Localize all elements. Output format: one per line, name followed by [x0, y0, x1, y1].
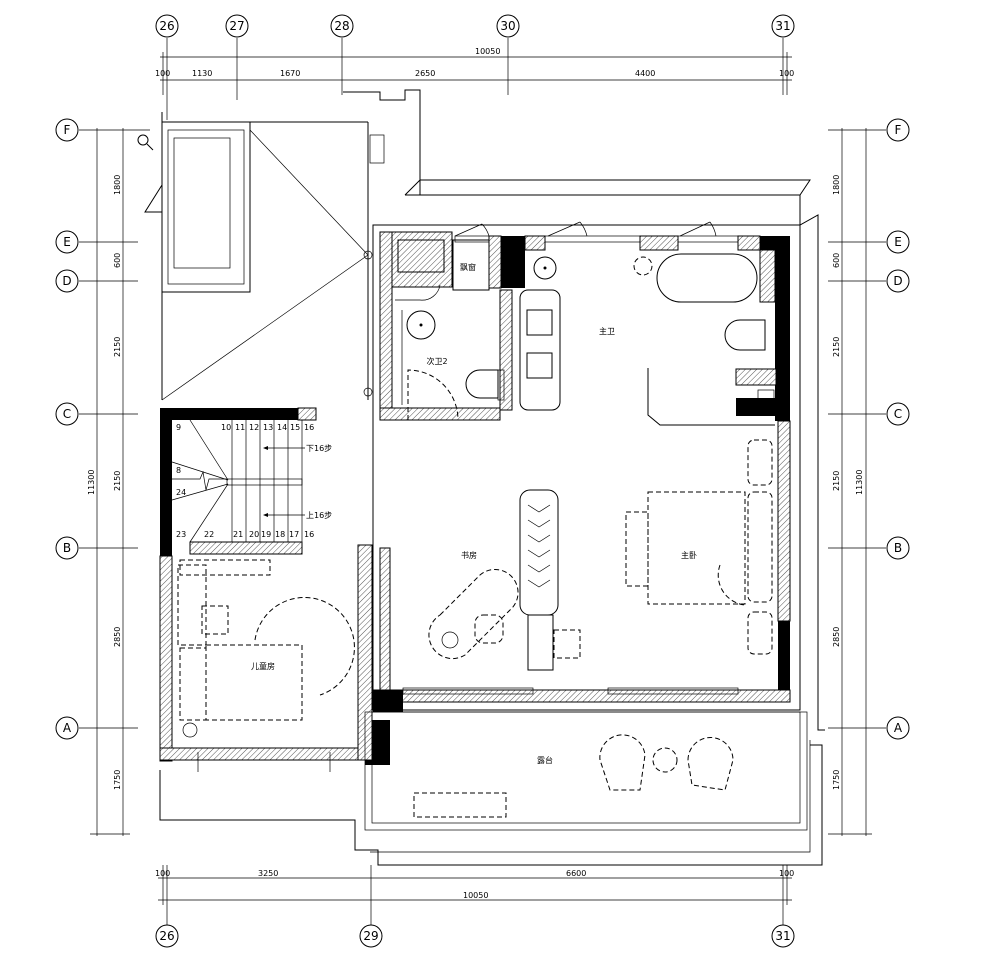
left-dimensions: 11300 1800 600 2150 2150 2850 1750 [79, 128, 150, 836]
room-label-study: 书房 [461, 550, 477, 560]
grid-bubble: F [64, 123, 71, 137]
dim-right-4: 2850 [832, 627, 841, 647]
dim-top-1: 1130 [192, 69, 212, 78]
dim-left-1: 600 [113, 253, 122, 268]
grid-bubble: D [62, 274, 71, 288]
dim-bottom-1: 3250 [258, 869, 278, 878]
grid-bubble: 31 [775, 929, 790, 943]
grid-bubble: 31 [775, 19, 790, 33]
grid-bubble: D [893, 274, 902, 288]
dim-left-2: 2150 [113, 337, 122, 357]
stair-step: 8 [176, 466, 181, 475]
room-label-second-bath: 次卫2 [426, 356, 447, 366]
staircase: 9 10 11 12 13 14 15 16 8 24 23 22 21 20 … [160, 407, 332, 556]
dim-right-1: 600 [832, 253, 841, 268]
grid-bubble: 29 [363, 929, 378, 943]
main-block [372, 224, 801, 711]
grid-bubble: B [894, 541, 902, 555]
grid-bubble: E [894, 235, 902, 249]
right-grid-bubbles: F E D C B A [886, 118, 910, 740]
stair-step: 18 [275, 530, 285, 539]
room-label-bay-window: 飘窗 [460, 262, 476, 272]
study-furniture [428, 489, 581, 671]
right-dimensions: 1800 600 2150 2150 2850 1750 11300 [828, 128, 886, 836]
dim-bottom-2: 6600 [566, 869, 586, 878]
grid-bubble: E [63, 235, 71, 249]
grid-bubble: 26 [159, 19, 174, 33]
stair-up-label: 上16步 [306, 511, 332, 520]
stair-step: 16 [304, 530, 314, 539]
eave [404, 179, 811, 196]
dim-top-0: 100 [155, 69, 170, 78]
dim-left-3: 2150 [113, 471, 122, 491]
dim-right-0: 1800 [832, 175, 841, 195]
stair-step: 20 [249, 530, 259, 539]
grid-bubble: A [894, 721, 903, 735]
left-grid-bubbles: F E D C B A [55, 118, 79, 740]
dim-left-5: 1750 [113, 770, 122, 790]
grid-bubble: 27 [229, 19, 244, 33]
dim-top-2: 1670 [280, 69, 300, 78]
magnifier-icon[interactable] [137, 134, 154, 151]
dim-left-4: 2850 [113, 627, 122, 647]
grid-bubble: F [895, 123, 902, 137]
stair-step: 17 [289, 530, 299, 539]
stair-step: 16 [304, 423, 314, 432]
top-dimensions: 10050 100 1130 1670 2650 4400 100 [155, 38, 794, 120]
stair-step: 14 [277, 423, 287, 432]
dim-top-3: 2650 [415, 69, 435, 78]
master-bedroom-furniture [625, 439, 773, 655]
master-bath [519, 253, 775, 426]
grid-bubble: C [63, 407, 71, 421]
room-label-master-bedroom: 主卧 [681, 550, 697, 560]
dim-left-total: 11300 [87, 470, 96, 495]
stair-step: 19 [261, 530, 271, 539]
dim-left-0: 1800 [113, 175, 122, 195]
stair-step: 22 [204, 530, 214, 539]
dim-bottom-total: 10050 [463, 891, 488, 900]
stair-step: 15 [290, 423, 300, 432]
room-label-master-bath: 主卫 [599, 326, 615, 336]
stair-down-label: 下16步 [306, 444, 332, 453]
dim-right-5: 1750 [832, 770, 841, 790]
bottom-grid-bubbles: 26 29 31 [155, 924, 795, 948]
terrace-furniture [364, 711, 808, 831]
stair-step: 12 [249, 423, 259, 432]
stair-step: 23 [176, 530, 186, 539]
dim-right-3: 2150 [832, 471, 841, 491]
dim-right-total: 11300 [855, 470, 864, 495]
top-grid-bubbles: 26 27 28 30 31 [155, 14, 795, 38]
dim-top-total: 10050 [475, 47, 500, 56]
void-opening [144, 89, 421, 401]
stair-step: 24 [176, 488, 186, 497]
dim-bottom-0: 100 [155, 869, 170, 878]
grid-bubble: 28 [334, 19, 349, 33]
building: 9 10 11 12 13 14 15 16 8 24 23 22 21 20 … [144, 89, 825, 866]
grid-bubble: 30 [500, 19, 515, 33]
stair-step: 21 [233, 530, 243, 539]
bottom-dimensions: 100 3250 6600 100 10050 [155, 865, 794, 925]
room-label-kids-room: 儿童房 [251, 661, 275, 671]
grid-bubble: C [894, 407, 902, 421]
stair-step: 10 [221, 423, 231, 432]
second-bath [395, 284, 505, 421]
dim-bottom-3: 100 [779, 869, 794, 878]
grid-bubble: B [63, 541, 71, 555]
kids-room [159, 544, 373, 772]
grid-bubble: 26 [159, 929, 174, 943]
stair-step: 13 [263, 423, 273, 432]
stair-step: 11 [235, 423, 245, 432]
room-label-terrace: 露台 [537, 755, 553, 765]
dim-top-4: 4400 [635, 69, 655, 78]
stair-step: 9 [176, 423, 181, 432]
dim-right-2: 2150 [832, 337, 841, 357]
dim-top-5: 100 [779, 69, 794, 78]
grid-bubble: A [63, 721, 72, 735]
